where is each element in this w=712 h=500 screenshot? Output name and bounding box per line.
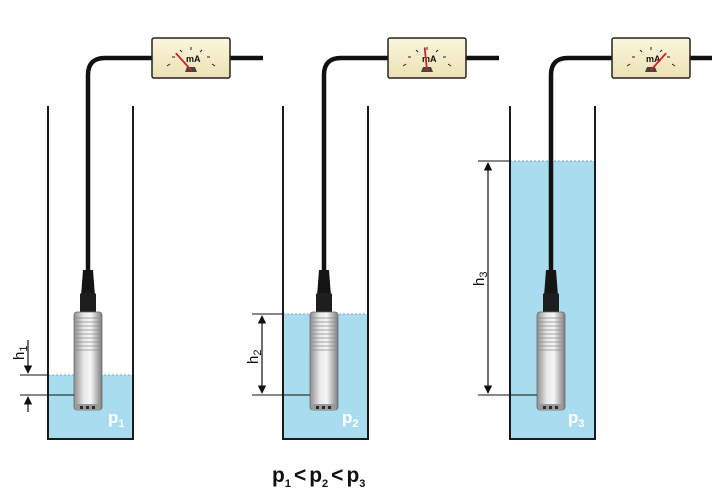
pressure-label-2: p2 bbox=[342, 408, 359, 430]
ammeter-1: mA bbox=[151, 37, 231, 79]
cable-1 bbox=[85, 55, 152, 280]
meter-unit-2: mA bbox=[422, 54, 437, 64]
sensor-2 bbox=[309, 270, 339, 411]
sensor-3 bbox=[536, 270, 566, 411]
meter-needle-3 bbox=[650, 52, 667, 71]
height-label-3: h3 bbox=[471, 272, 490, 286]
tank-3 bbox=[509, 106, 596, 440]
height-label-1: h1 bbox=[11, 346, 30, 360]
height-label-2: h2 bbox=[245, 350, 264, 364]
tank-2 bbox=[282, 106, 369, 440]
pressure-label-3: p3 bbox=[568, 408, 585, 430]
height-marker-2 bbox=[252, 313, 310, 396]
meter-needle-1 bbox=[175, 52, 192, 71]
tank-1 bbox=[47, 106, 134, 440]
cable-2 bbox=[321, 55, 388, 280]
cable-3 bbox=[548, 55, 612, 280]
setup-3: p3 h3 mA bbox=[471, 37, 712, 440]
height-marker-1 bbox=[20, 340, 74, 412]
setup-2: p2 h2 mA bbox=[245, 37, 499, 440]
pressure-formula: p1<p2<p3 bbox=[272, 464, 365, 490]
meter-unit-3: mA bbox=[646, 54, 661, 64]
pressure-label-1: p1 bbox=[108, 408, 125, 430]
ammeter-2: mA bbox=[387, 37, 467, 79]
meter-unit-1: mA bbox=[186, 54, 201, 64]
meter-needle-2 bbox=[423, 47, 428, 71]
setup-1: p1 h1 mA bbox=[11, 37, 263, 440]
sensor-1 bbox=[73, 270, 103, 411]
ammeter-3: mA bbox=[611, 37, 691, 79]
height-marker-3 bbox=[478, 160, 537, 396]
